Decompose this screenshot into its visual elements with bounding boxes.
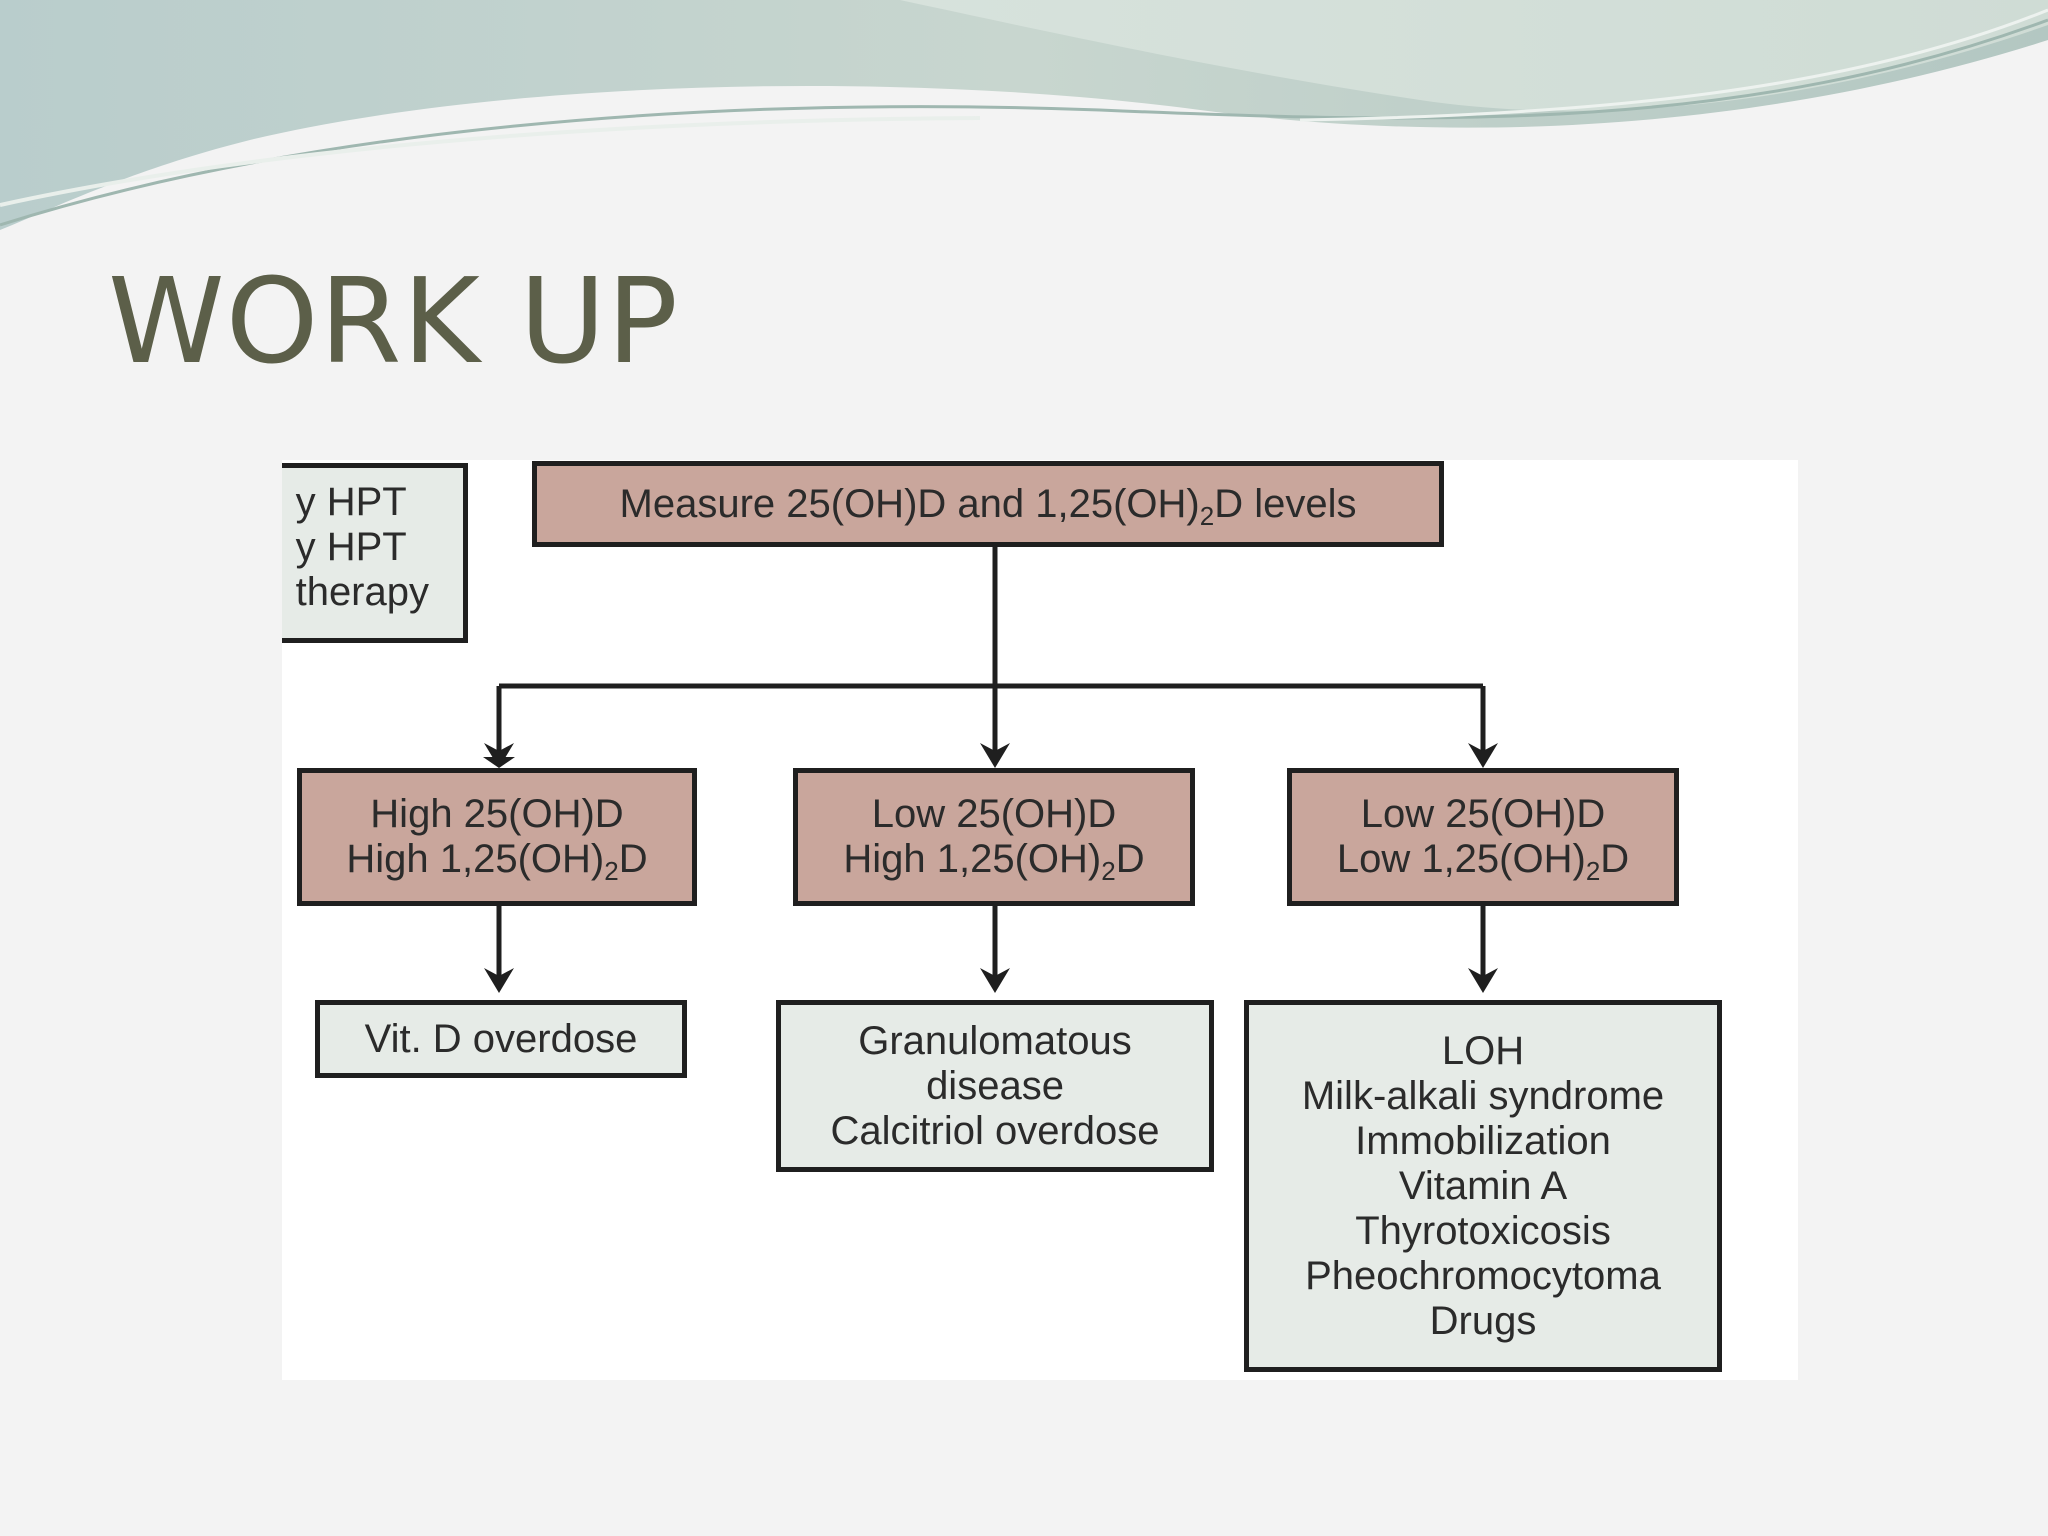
branch-node-low-low: Low 25(OH)D Low 1,25(OH)2D (1287, 768, 1679, 906)
flowchart-connectors (483, 544, 1498, 993)
clipped-line: y HPT (295, 480, 407, 524)
branch-node-high-high: High 25(OH)D High 1,25(OH)2D (297, 768, 697, 906)
outcome-line: Vitamin A (1398, 1163, 1568, 1208)
branch-line2: High 1,25(OH)2D (346, 837, 648, 886)
branch-line1: Low 25(OH)D (1360, 792, 1606, 836)
outcome-line: Pheochromocytoma (1305, 1253, 1661, 1298)
outcome-node-vitd-overdose: Vit. D overdose (315, 1000, 687, 1078)
root-text: Measure 25(OH)D and 1,25(OH)2D levels (619, 481, 1357, 531)
arrowhead (1468, 968, 1498, 993)
arrowhead (980, 968, 1010, 993)
flowchart-figure: y HPT y HPT therapy Measure 25(OH)D and … (282, 460, 1798, 1380)
arrowhead (980, 743, 1010, 768)
branch-line1: Low 25(OH)D (871, 792, 1117, 836)
branch-line1: High 25(OH)D (370, 792, 624, 836)
outcome-line: Thyrotoxicosis (1355, 1208, 1611, 1253)
slide-title: WORK UP (108, 252, 679, 390)
header-wave-decoration (0, 0, 2048, 230)
arrowhead (1468, 743, 1498, 768)
arrowhead (484, 743, 514, 768)
outcome-line: Vit. D overdose (364, 1016, 638, 1061)
branch-line2: High 1,25(OH)2D (843, 837, 1145, 886)
clipped-line: y HPT (295, 525, 407, 569)
clipped-line: therapy (295, 570, 429, 614)
outcome-line: Granulomatous (858, 1018, 1132, 1063)
outcome-line: LOH (1441, 1028, 1525, 1073)
outcome-line: Immobilization (1355, 1118, 1611, 1163)
outcome-line: disease (926, 1063, 1064, 1108)
outcome-line: Milk-alkali syndrome (1301, 1073, 1665, 1118)
outcome-line: Drugs (1429, 1298, 1537, 1343)
arrowhead (484, 968, 514, 993)
outcome-line: Calcitriol overdose (830, 1108, 1160, 1153)
root-measure-node: Measure 25(OH)D and 1,25(OH)2D levels (532, 461, 1444, 547)
outcome-node-loh-list: LOH Milk-alkali syndrome Immobilization … (1244, 1000, 1722, 1372)
clipped-previous-box: y HPT y HPT therapy (282, 463, 468, 643)
branch-node-low-high: Low 25(OH)D High 1,25(OH)2D (793, 768, 1195, 906)
outcome-node-granulomatous: Granulomatous disease Calcitriol overdos… (776, 1000, 1214, 1172)
branch-line2: Low 1,25(OH)2D (1336, 837, 1630, 886)
